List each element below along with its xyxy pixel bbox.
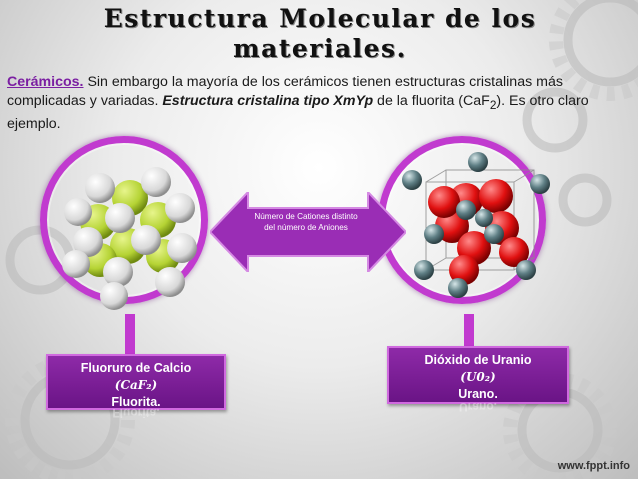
intro-text-1: Sin embargo la mayoría de los cerámicos … (7, 74, 563, 109)
intro-subscript: 2 (489, 97, 497, 112)
fluorite-label-reflection: Fluorita. (112, 406, 160, 420)
fluorite-formula: (CaF₂) (114, 378, 158, 392)
intro-text-3: ). Es otro claro ejemplo. (7, 93, 589, 132)
page-title: Estructura Molecular de los materiales. (103, 4, 537, 63)
intro-text-2: de la fluorita (CaF (373, 93, 490, 109)
uranium-dioxide-label-reflection: Urano. (458, 400, 497, 414)
intro-keyword: Cerámicos. (7, 74, 84, 90)
uranium-dioxide-common-name: Urano. (458, 387, 498, 401)
double-arrow-icon (210, 192, 406, 272)
fluorite-connector (125, 314, 135, 354)
footer-watermark: www.fppt.info (557, 460, 630, 472)
fluorite-label-card: Fluoruro de Calcio (CaF₂) Fluorita. (46, 354, 226, 410)
uranium-dioxide-name: Dióxido de Uranio (424, 353, 532, 367)
intro-emphasis: Estructura cristalina tipo XmYp (162, 93, 374, 109)
uranium-dioxide-structure-image (402, 152, 550, 298)
fluorite-common-name: Fluorita. (111, 395, 161, 409)
fluorite-name: Fluoruro de Calcio (80, 361, 192, 375)
center-note: Número de Cationes distinto del número d… (254, 212, 358, 232)
uranium-dioxide-connector (464, 314, 474, 346)
uranium-dioxide-formula: (U0₂) (460, 370, 496, 384)
fluorite-structure-image (62, 167, 197, 310)
intro-paragraph: Cerámicos. Sin embargo la mayoría de los… (7, 73, 632, 134)
uranium-dioxide-label-card: Dióxido de Uranio (U0₂) Urano. (387, 346, 569, 404)
